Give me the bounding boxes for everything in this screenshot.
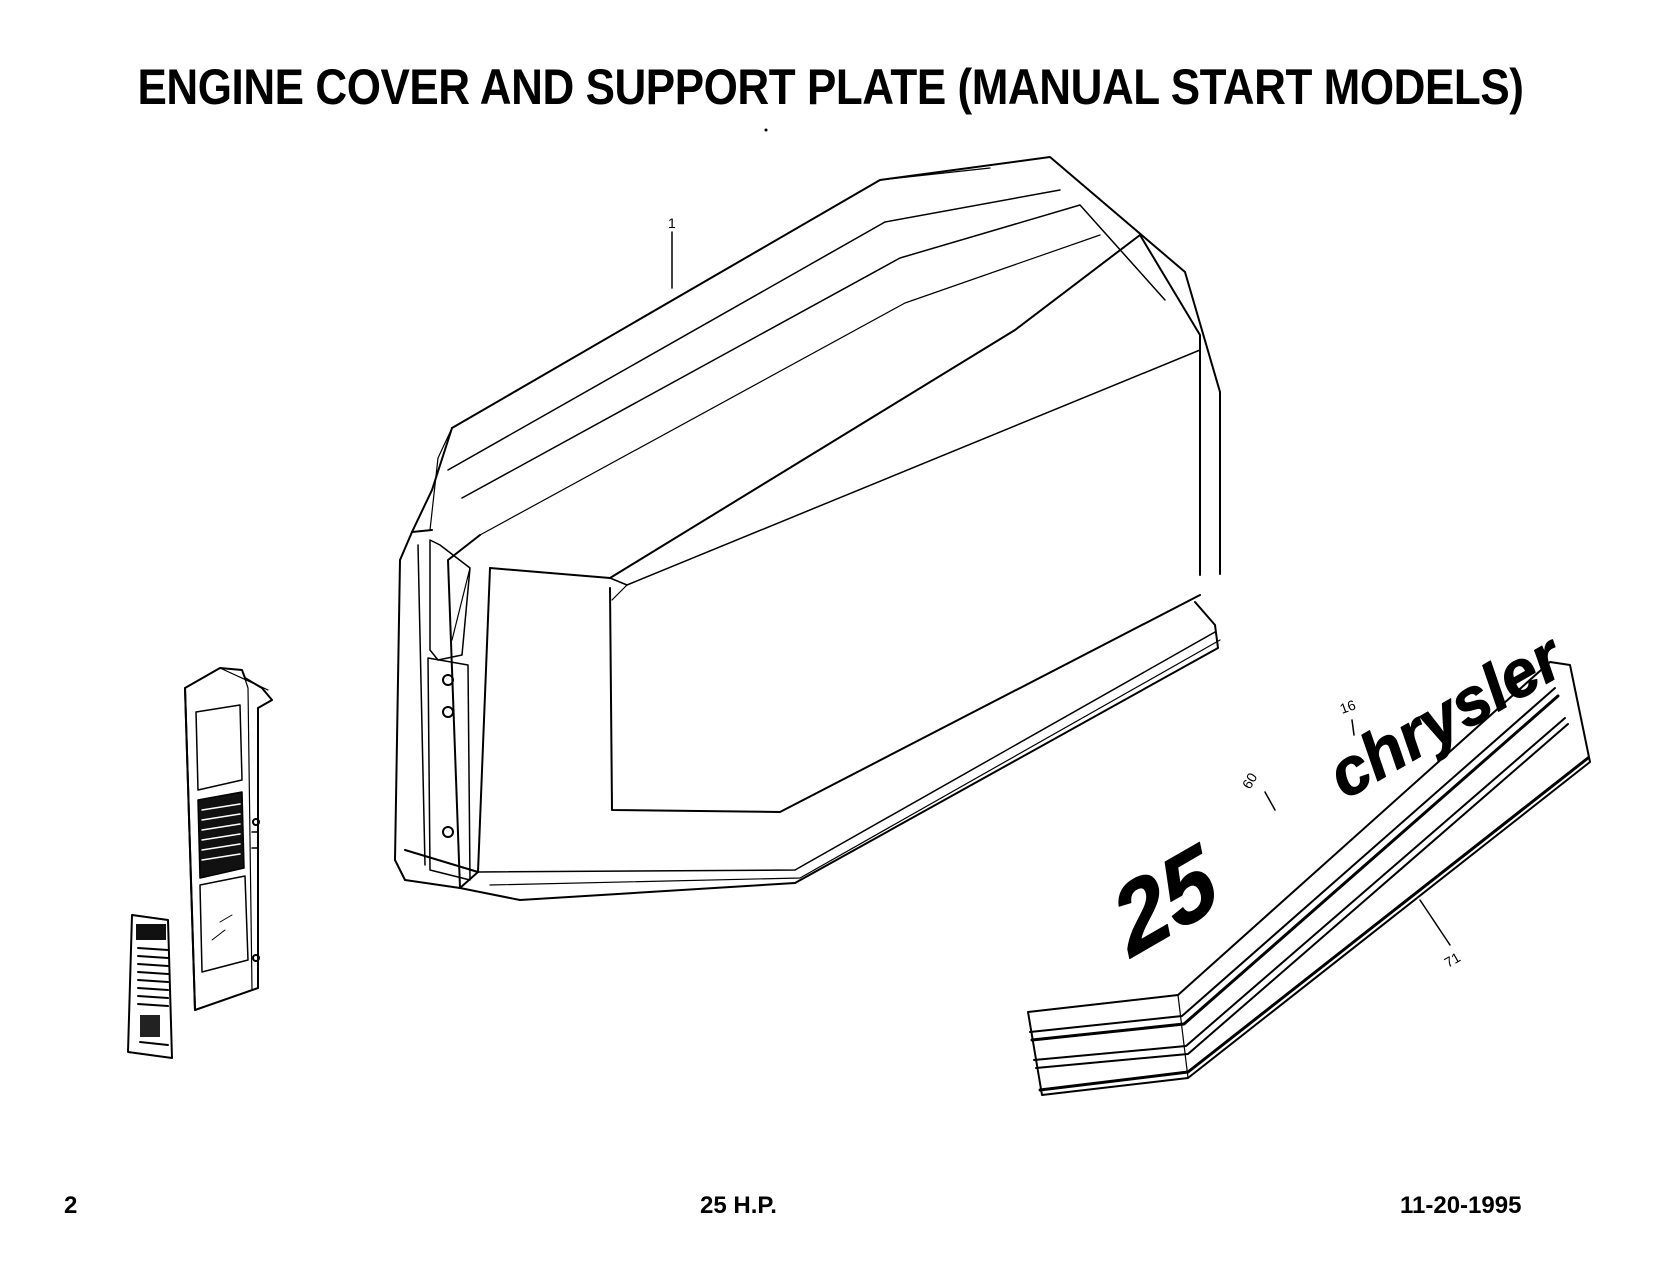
callout-71: 71 — [1442, 949, 1464, 971]
model-label: 25 H.P. — [700, 1192, 777, 1219]
callout-16: 16 — [1338, 696, 1358, 716]
date-label: 11-20-1995 — [1400, 1192, 1522, 1219]
callout-1: 1 — [668, 215, 676, 231]
page-title: ENGINE COVER AND SUPPORT PLATE (MANUAL S… — [137, 59, 1524, 115]
warning-label — [127, 914, 173, 1059]
page-number: 2 — [64, 1192, 78, 1219]
engine-cover — [394, 156, 1221, 901]
decal-number: 25 — [1097, 824, 1233, 979]
callout-60: 60 — [1239, 770, 1261, 792]
trim-strip — [1027, 661, 1591, 1096]
support-plate — [184, 667, 273, 1011]
